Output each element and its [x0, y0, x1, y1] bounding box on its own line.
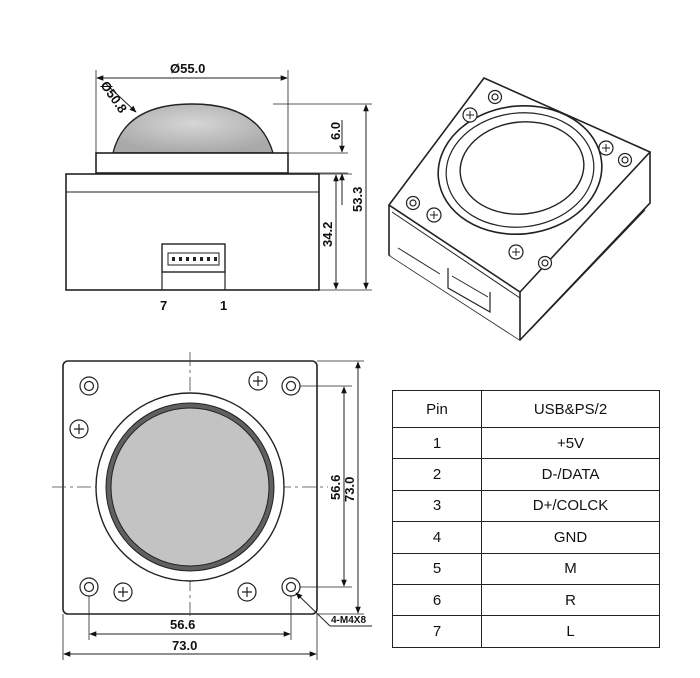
- body-height-label: 34.2: [320, 222, 335, 247]
- iso-ball: [459, 121, 585, 215]
- connector: [161, 243, 226, 290]
- inner-height-label: 56.6: [328, 475, 343, 500]
- isometric-view: [387, 77, 652, 342]
- pin-1-label: 1: [220, 298, 227, 313]
- pin-number: 5: [392, 552, 482, 585]
- table-row: 4 GND: [392, 521, 660, 554]
- iso-screw: [405, 89, 633, 271]
- ball-diameter-label: Ø50.8: [98, 78, 131, 116]
- outer-width-label: 73.0: [172, 638, 197, 653]
- pin-table-header: Pin USB&PS/2: [392, 390, 660, 428]
- outer-height-label: 73.0: [342, 477, 357, 502]
- pin-signal: R: [481, 583, 660, 617]
- pin-signal: +5V: [481, 426, 660, 460]
- header-pin: Pin: [392, 390, 482, 428]
- pin-number: 7: [392, 615, 482, 648]
- trackball-dome: [112, 103, 274, 154]
- pin-number: 4: [392, 521, 482, 554]
- pin-signal: L: [481, 615, 660, 648]
- total-height-label: 53.3: [350, 187, 365, 212]
- mounting-hole: [79, 376, 301, 597]
- screw-note-label: 4-M4X8: [331, 615, 366, 626]
- pin-number: 6: [392, 583, 482, 617]
- table-row: 1 +5V: [392, 426, 660, 460]
- pin-signal: GND: [481, 521, 660, 554]
- screw-head: [69, 371, 268, 602]
- pin-signal: D-/DATA: [481, 458, 660, 491]
- inner-width-label: 56.6: [170, 617, 195, 632]
- side-view: 7 1 Ø55.0 Ø50.8 6.0 53.3 34.2: [65, 61, 372, 313]
- table-row: 5 M: [392, 552, 660, 585]
- top-ball: [110, 407, 270, 567]
- pin-number: 3: [392, 489, 482, 523]
- pin-table: Pin USB&PS/2 1 +5V 2 D-/DATA 3 D+/COLCK …: [392, 390, 660, 648]
- top-view: 56.6 73.0 56.6 73.0 4-M4X8: [52, 352, 372, 660]
- retaining-ring: [95, 152, 289, 174]
- outer-diameter-label: Ø55.0: [170, 61, 205, 76]
- table-row: 6 R: [392, 583, 660, 617]
- table-row: 2 D-/DATA: [392, 458, 660, 491]
- table-row: 7 L: [392, 615, 660, 648]
- header-signal: USB&PS/2: [481, 390, 660, 428]
- pin-7-label: 7: [160, 298, 167, 313]
- pin-signal: M: [481, 552, 660, 585]
- pin-number: 1: [392, 426, 482, 460]
- table-row: 3 D+/COLCK: [392, 489, 660, 523]
- ring-height-label: 6.0: [328, 122, 343, 140]
- pin-number: 2: [392, 458, 482, 491]
- pin-signal: D+/COLCK: [481, 489, 660, 523]
